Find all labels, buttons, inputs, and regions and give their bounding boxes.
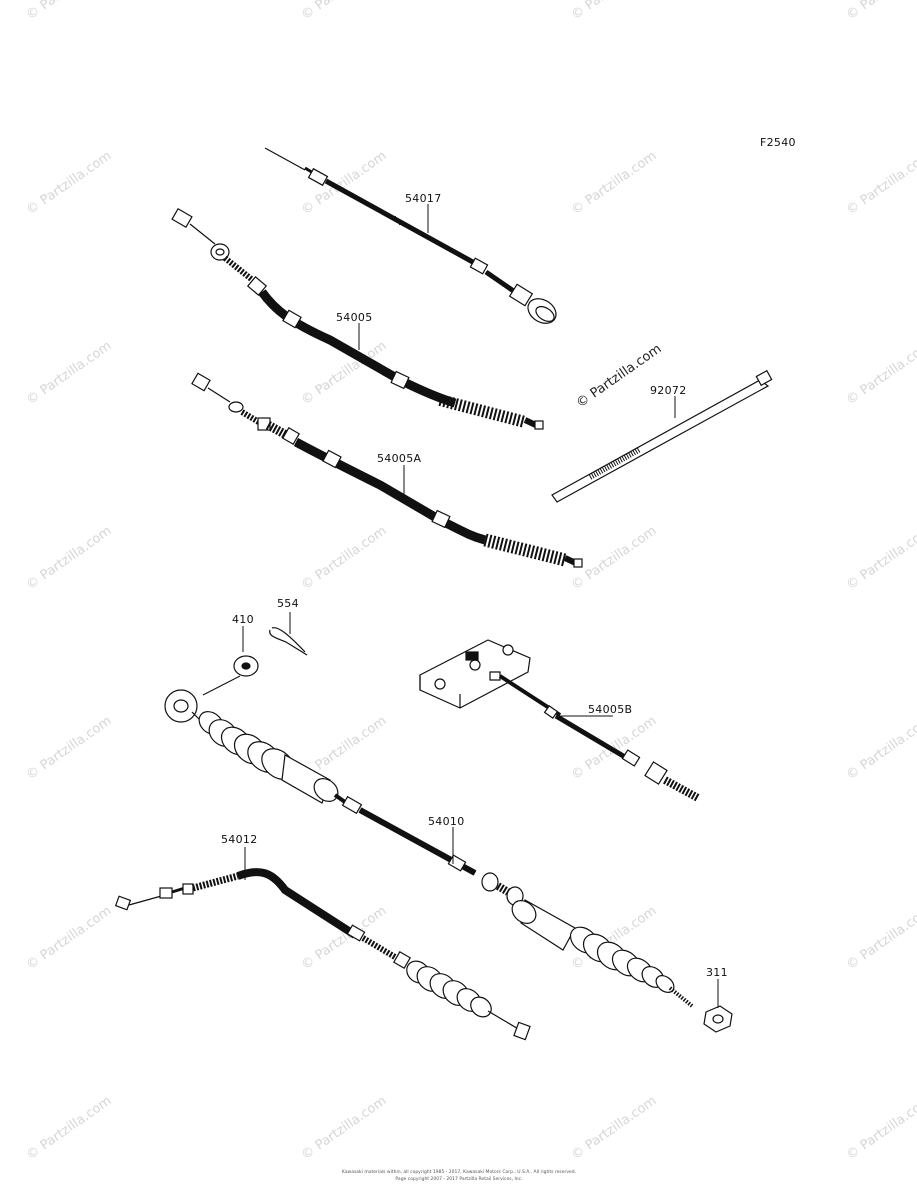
watermark: © Partzilla.com: [299, 1093, 390, 1163]
watermark: © Partzilla.com: [569, 1093, 660, 1163]
part-54010-cable[interactable]: [164, 689, 694, 1008]
watermark: © Partzilla.com: [844, 1093, 917, 1163]
leader-410-to-cable: [202, 675, 241, 696]
callout-410[interactable]: 410: [232, 613, 254, 626]
part-92072-cable-tie[interactable]: [551, 369, 773, 503]
watermark: © Partzilla.com: [569, 523, 660, 593]
footer-copyright: Kawasaki materials within, all copyright…: [342, 1169, 576, 1175]
watermark: © Partzilla.com: [844, 148, 917, 218]
watermark: © Partzilla.com: [299, 903, 390, 973]
part-311-nut[interactable]: [703, 1005, 733, 1033]
footer-page-copyright: Page copyright 2007 - 2017 Partzilla Ret…: [395, 1176, 522, 1182]
callout-54005[interactable]: 54005: [336, 311, 373, 324]
watermark: © Partzilla.com: [24, 0, 115, 23]
watermark: © Partzilla.com: [844, 0, 917, 23]
watermark: © Partzilla.com: [24, 903, 115, 973]
callout-54010[interactable]: 54010: [428, 815, 465, 828]
callout-554[interactable]: 554: [277, 597, 299, 610]
watermark: © Partzilla.com: [24, 148, 115, 218]
watermark: © Partzilla.com: [569, 148, 660, 218]
watermark: © Partzilla.com: [24, 1093, 115, 1163]
part-554-cotter-pin[interactable]: [269, 627, 308, 656]
watermark: © Partzilla.com: [569, 0, 660, 23]
part-54017-cable[interactable]: [264, 147, 561, 328]
watermark: © Partzilla.com: [844, 338, 917, 408]
part-410-washer[interactable]: [233, 655, 259, 677]
watermark: © Partzilla.com: [299, 523, 390, 593]
watermark: © Partzilla.com: [24, 338, 115, 408]
watermark: © Partzilla.com: [844, 903, 917, 973]
watermark: © Partzilla.com: [24, 523, 115, 593]
part-54005A-cable[interactable]: [191, 372, 583, 568]
watermark-dark: © Partzilla.com: [574, 341, 665, 411]
callout-311[interactable]: 311: [706, 966, 728, 979]
part-54005-cable[interactable]: [171, 207, 544, 430]
watermark: © Partzilla.com: [24, 713, 115, 783]
watermark: © Partzilla.com: [299, 0, 390, 23]
watermark: © Partzilla.com: [844, 523, 917, 593]
callout-54005A[interactable]: 54005A: [377, 452, 421, 465]
callout-92072[interactable]: 92072: [650, 384, 687, 397]
callout-54017[interactable]: 54017: [405, 192, 442, 205]
callout-54012[interactable]: 54012: [221, 833, 258, 846]
callout-54005B[interactable]: 54005B: [588, 703, 632, 716]
part-54005B-cable[interactable]: [419, 639, 700, 802]
watermark: © Partzilla.com: [844, 713, 917, 783]
figure-code: F2540: [760, 136, 796, 149]
